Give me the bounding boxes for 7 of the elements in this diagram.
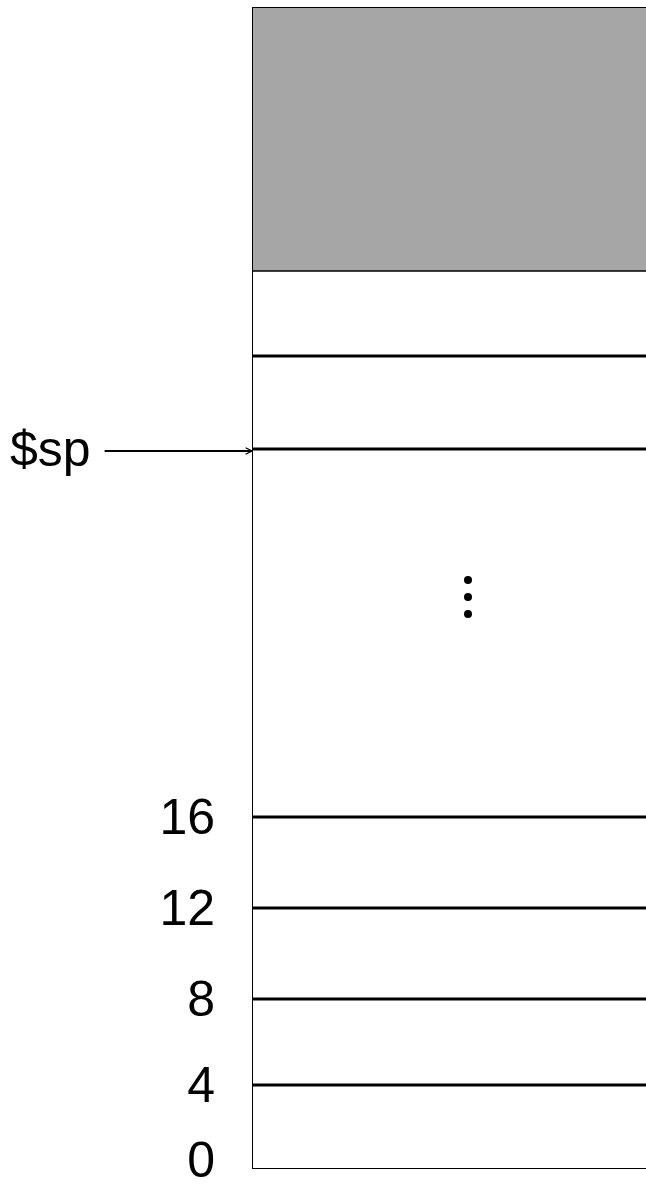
address-offset: 12 bbox=[158, 879, 215, 938]
address-offset: 4 bbox=[186, 1056, 215, 1115]
address-offset: 16 bbox=[158, 788, 215, 847]
arrow bbox=[103, 447, 253, 455]
address-offset: 0 bbox=[186, 1131, 215, 1190]
address-offset: 8 bbox=[186, 970, 215, 1029]
register-label: $sp bbox=[10, 419, 91, 479]
